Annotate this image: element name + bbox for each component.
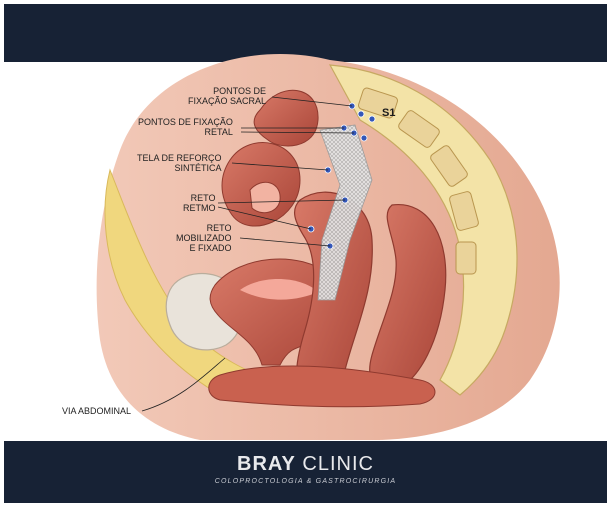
vertebrae [358,87,479,275]
leader-lines [141,96,355,412]
brand-name-light: CLINIC [302,453,374,475]
brand-name-bold: BRAY [237,453,296,475]
header-bar [4,4,607,62]
label-synthetic-mesh: TELA DE REFORÇO SINTÉTICA [137,153,222,173]
fixation-points [307,102,376,250]
pelvic-floor [208,365,436,408]
label-vertebra-s1: S1 [382,107,396,119]
label-retracted-rectum: RETO RETMO [183,193,216,213]
brand-tagline: COLOPROCTOLOGIA & GASTROCIRURGIA [214,478,397,485]
rectal-point [360,134,368,142]
sacral-point [368,115,376,123]
footer-bar: BRAY CLINIC COLOPROCTOLOGIA & GASTROCIRU… [4,441,607,503]
label-abdominal-route: VIA ABDOMINAL [62,406,132,416]
sacral-point [357,110,365,118]
label-sacral-fixation-points: PONTOS DE FIXAÇÃO SACRAL [188,86,267,106]
sacrum [328,64,518,396]
label-mobilized-rectum: RETO MOBILIZADO E FIXADO [176,223,232,253]
brand-logo: BRAY CLINIC COLOPROCTOLOGIA & GASTROCIRU… [4,453,607,485]
label-rectal-fixation-points: PONTOS DE FIXAÇÃO RETAL [138,117,233,137]
synthetic-mesh [317,124,373,301]
